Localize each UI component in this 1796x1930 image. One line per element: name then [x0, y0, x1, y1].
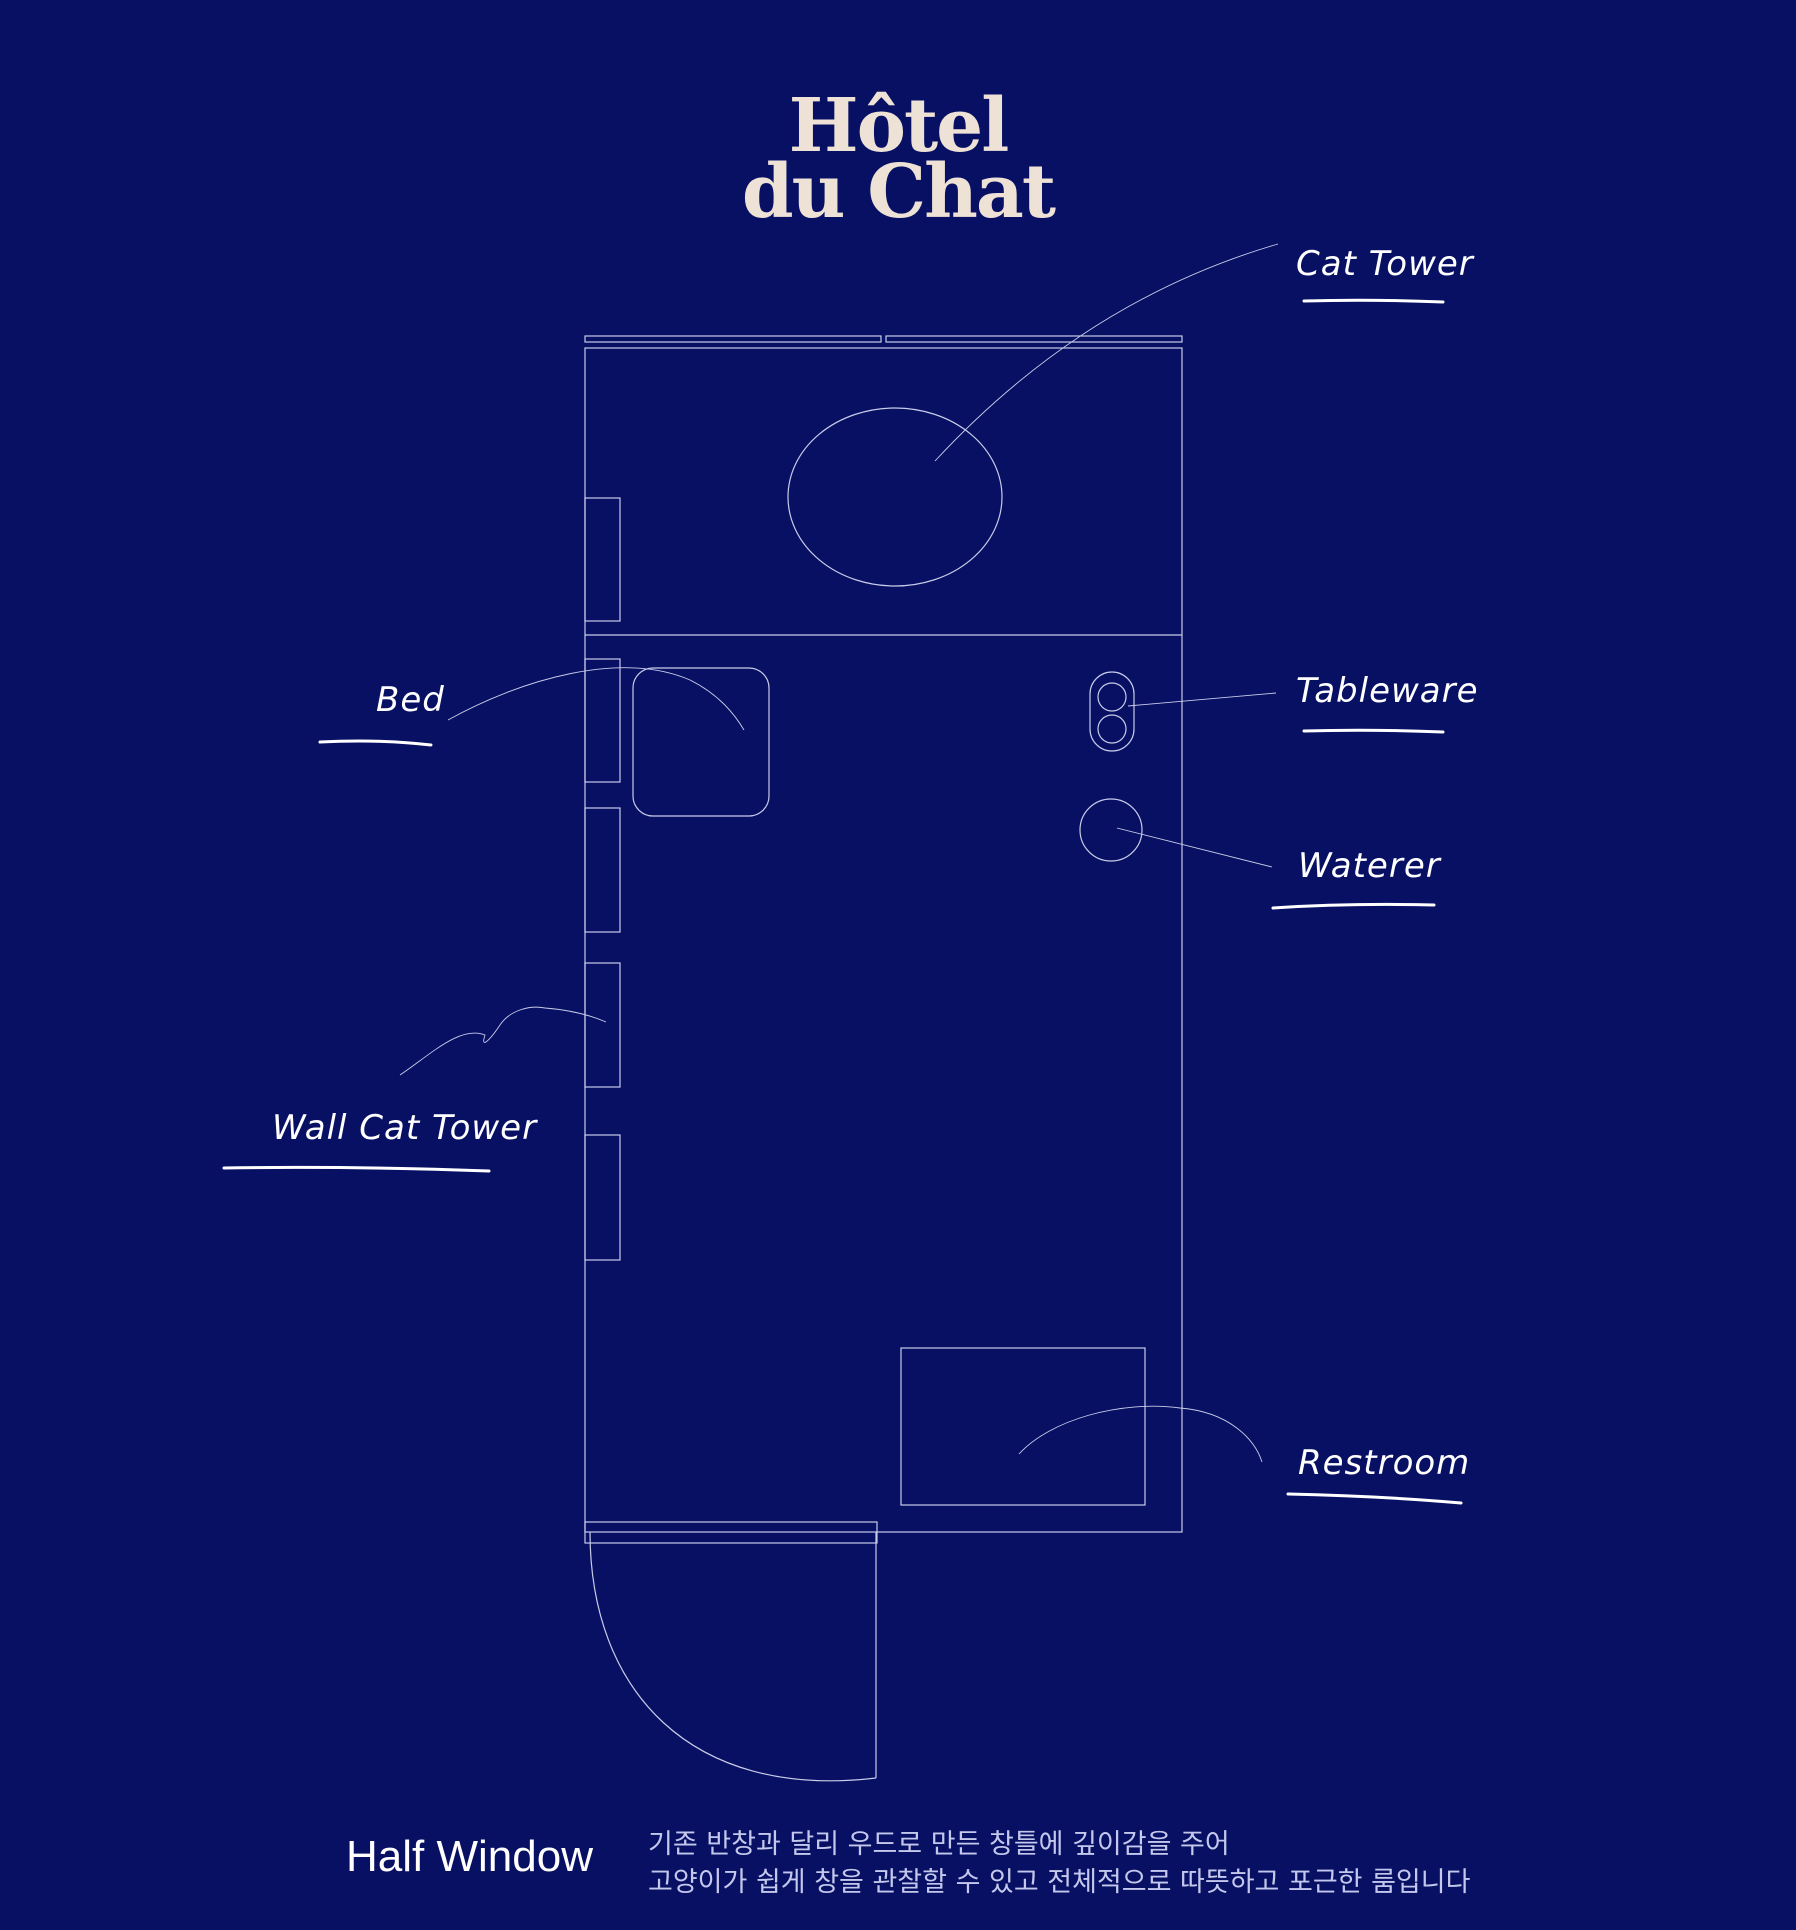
cat-tower-leader [934, 243, 1279, 462]
tableware-bowl-1 [1097, 682, 1127, 712]
caption-line-2: 고양이가 쉽게 창을 관찰할 수 있고 전체적으로 따뜻하고 포근한 룸입니다 [648, 1867, 1471, 1898]
bed-label: Bed [376, 680, 445, 720]
wall-panel-2 [584, 807, 621, 933]
restroom-label: Restroom [1298, 1443, 1471, 1483]
tableware-label: Tableware [1296, 671, 1479, 711]
wall-panel-3 [584, 962, 621, 1088]
room-outline [584, 347, 1183, 1533]
cat-tower-underline [1302, 298, 1445, 304]
hotel-du-chat-logo: Hôtel du Chat [0, 83, 1796, 235]
door-swing [589, 1531, 877, 1782]
wall-cat-tower-underline [222, 1165, 491, 1173]
bed-leader [447, 667, 745, 731]
wall-cat-tower-leader [399, 1006, 607, 1076]
tableware-bowl-2 [1097, 714, 1127, 744]
door-threshold [584, 1521, 878, 1544]
wall-panel-top [584, 497, 621, 622]
restroom-underline [1286, 1492, 1463, 1505]
waterer-label: Waterer [1298, 846, 1441, 886]
logo-line-2: du Chat [741, 149, 1056, 235]
wall-cat-tower-label: Wall Cat Tower [272, 1108, 538, 1148]
bed-shape [632, 667, 770, 817]
tableware-leader [1127, 692, 1277, 707]
cat-tower-shape [787, 407, 1003, 587]
logo-line-1: Hôtel [788, 83, 1010, 169]
waterer-shape [1079, 798, 1143, 862]
wall-panel-1 [584, 658, 621, 783]
window-sill-right [885, 335, 1183, 343]
cat-tower-label: Cat Tower [1296, 244, 1474, 284]
window-sill-left [584, 335, 882, 343]
caption-line-1: 기존 반창과 달리 우드로 만든 창틀에 깊이감을 주어 [648, 1829, 1230, 1860]
tableware-underline [1302, 728, 1445, 734]
caption-description: 기존 반창과 달리 우드로 만든 창틀에 깊이감을 주어 고양이가 쉽게 창을 … [648, 1826, 1470, 1902]
wall-panel-4 [584, 1134, 621, 1261]
bed-underline [318, 739, 433, 747]
tableware-shape [1089, 671, 1135, 752]
restroom-leader [1018, 1405, 1263, 1463]
waterer-leader [1116, 827, 1273, 868]
waterer-underline [1271, 902, 1436, 910]
restroom-shape [900, 1347, 1146, 1506]
caption-title: Half Window [346, 1832, 593, 1881]
